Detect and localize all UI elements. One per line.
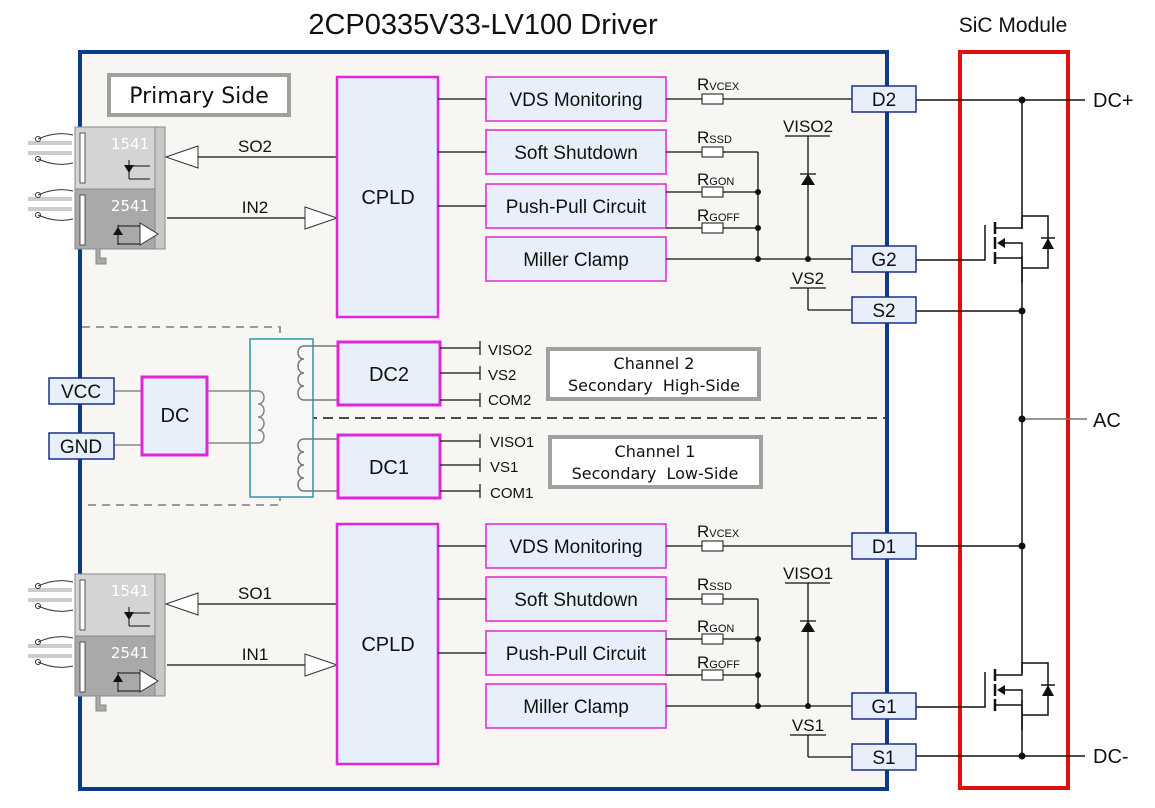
optocoupler-bottom-label: 2541: [111, 644, 149, 662]
svg-text:DC: DC: [161, 405, 190, 427]
optocoupler-top-label: 1541: [111, 135, 149, 153]
miller-clamp-block: Miller Clamp: [485, 683, 667, 729]
cpld-block: CPLD: [335, 75, 440, 319]
dc1-output-com1: COM1: [490, 485, 533, 502]
resistor-gon-label: RGON: [697, 170, 734, 189]
channel-1-label: Channel 1 Secondary Low-Side: [548, 435, 763, 489]
mosfet-high-side-icon: [915, 215, 1055, 283]
dc2-output-com2: COM2: [488, 392, 531, 409]
transformer-secondary-coil-2: [297, 345, 338, 401]
so-signal-label: SO2: [238, 137, 272, 156]
svg-text:D1: D1: [872, 537, 896, 558]
svg-text:S1: S1: [872, 748, 895, 769]
diagram-title: 2CP0335V33-LV100 Driver: [308, 9, 658, 41]
optocoupler-bottom-label: 2541: [111, 197, 149, 215]
in-signal-label: IN1: [242, 645, 268, 664]
terminal-dc-plus: DC+: [1093, 90, 1134, 112]
module-bus: [915, 99, 1085, 757]
module-title: SiC Module: [959, 14, 1068, 37]
svg-text:G2: G2: [871, 250, 896, 271]
svg-text:Channel 2: Channel 2: [614, 354, 695, 373]
driver-board: [78, 50, 889, 791]
svg-text:CPLD: CPLD: [361, 187, 414, 209]
dc2-block: DC2: [336, 340, 442, 407]
svg-text:GND: GND: [60, 437, 102, 458]
gnd-pin: GND: [48, 432, 115, 460]
resistor-ssd-label: RSSD: [697, 128, 732, 147]
channel-2-label: Channel 2 Secondary High-Side: [546, 347, 761, 401]
resistor-goff-label: RGOFF: [697, 206, 740, 225]
transformer-box: [249, 338, 314, 498]
viso-label: VISO1: [783, 564, 833, 583]
svg-text:S2: S2: [872, 301, 895, 322]
svg-text:Channel 1: Channel 1: [615, 442, 696, 461]
vs-label: VS1: [792, 716, 824, 735]
vds-monitoring-block: VDS Monitoring: [485, 76, 667, 122]
svg-text:G1: G1: [871, 697, 896, 718]
svg-text:VDS Monitoring: VDS Monitoring: [509, 537, 642, 558]
svg-text:D2: D2: [872, 90, 896, 111]
vs-label: VS2: [792, 269, 824, 288]
svg-text:Secondary High-Side: Secondary High-Side: [568, 376, 740, 395]
resistor-goff-label: RGOFF: [697, 653, 740, 672]
dc1-output-viso1: VISO1: [490, 434, 534, 451]
optocoupler-top-label: 1541: [111, 582, 149, 600]
vcc-pin: VCC: [48, 377, 115, 405]
sic-module-border: [958, 50, 1070, 790]
primary-side-text: Primary Side: [129, 84, 269, 109]
source-pin-s2: S2: [851, 296, 917, 324]
dc1-output-vs1: VS1: [490, 459, 518, 476]
svg-text:Push-Pull Circuit: Push-Pull Circuit: [506, 197, 647, 218]
gate-pin-g2: G2: [851, 245, 917, 273]
dc1-outputs: [440, 434, 481, 498]
viso-label: VISO2: [783, 117, 833, 136]
svg-text:DC1: DC1: [369, 457, 409, 479]
resistor-vcex-label: RVCEX: [697, 75, 740, 94]
drain-pin-d2: D2: [851, 85, 917, 113]
gate-pin-g1: G1: [851, 692, 917, 720]
svg-text:VCC: VCC: [61, 382, 101, 403]
dc2-outputs: [440, 341, 481, 407]
svg-text:Secondary Low-Side: Secondary Low-Side: [572, 464, 739, 483]
source-pin-s1: S1: [851, 743, 917, 771]
terminal-ac: AC: [1093, 410, 1121, 432]
svg-text:Soft Shutdown: Soft Shutdown: [514, 143, 638, 164]
terminal-dc-minus: DC-: [1093, 746, 1129, 768]
svg-text:VDS Monitoring: VDS Monitoring: [509, 90, 642, 111]
primary-side-label: Primary Side: [107, 73, 291, 117]
cpld-block: CPLD: [335, 522, 440, 766]
svg-text:DC2: DC2: [369, 364, 409, 386]
vds-monitoring-block: VDS Monitoring: [485, 523, 667, 569]
resistor-gon-label: RGON: [697, 617, 734, 636]
transformer-secondary-coil-1: [297, 438, 338, 492]
svg-text:Miller Clamp: Miller Clamp: [523, 250, 629, 271]
transformer-primary-coil: [207, 390, 265, 444]
svg-text:Miller Clamp: Miller Clamp: [523, 697, 629, 718]
soft-shutdown-block: Soft Shutdown: [485, 129, 667, 175]
drain-pin-d1: D1: [851, 532, 917, 560]
svg-text:CPLD: CPLD: [361, 634, 414, 656]
dc2-output-viso2: VISO2: [488, 342, 532, 359]
miller-clamp-block: Miller Clamp: [485, 236, 667, 282]
resistor-ssd-label: RSSD: [697, 575, 732, 594]
push-pull-block: Push-Pull Circuit: [485, 183, 667, 229]
in-signal-label: IN2: [242, 198, 268, 217]
dc-converter-block: DC: [140, 375, 209, 457]
soft-shutdown-block: Soft Shutdown: [485, 576, 667, 622]
svg-text:Soft Shutdown: Soft Shutdown: [514, 590, 638, 611]
dc2-output-vs2: VS2: [488, 367, 516, 384]
resistor-vcex-label: RVCEX: [697, 522, 740, 541]
svg-text:Push-Pull Circuit: Push-Pull Circuit: [506, 644, 647, 665]
push-pull-block: Push-Pull Circuit: [485, 630, 667, 676]
mosfet-low-side-icon: [915, 662, 1055, 730]
so-signal-label: SO1: [238, 584, 272, 603]
dc1-block: DC1: [336, 433, 442, 500]
